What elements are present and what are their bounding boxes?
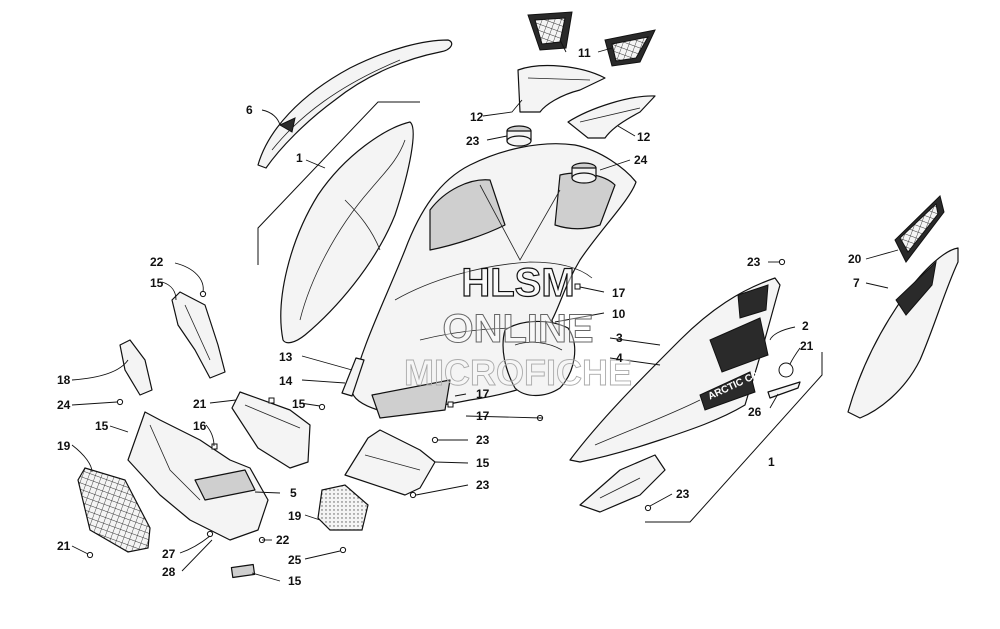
callout-23: 23: [747, 255, 761, 269]
callout-23: 23: [476, 478, 490, 492]
callout-9: 12: [637, 130, 651, 144]
callout-1: 1: [768, 455, 775, 469]
part-9-mirror-housings: [517, 65, 656, 139]
callout-18: 19: [57, 439, 71, 453]
callout-21: 22: [276, 533, 290, 547]
callout-3: 3: [616, 331, 623, 345]
callout-8: 11: [578, 46, 591, 60]
callout-12: 15: [150, 276, 164, 290]
bracket-1-right: [645, 352, 823, 523]
callout-23: 22: [150, 255, 164, 269]
part-22-knob: [778, 362, 794, 378]
callout-15: 15: [292, 397, 306, 411]
part-8-mirror-covers: [527, 11, 656, 67]
part-6-upper-trim: [257, 39, 453, 169]
part-18-front-grille: [77, 467, 151, 553]
callout-16: 17: [476, 409, 490, 423]
main-hood-assembly: [341, 143, 637, 419]
callout-13: 15: [95, 419, 109, 433]
callout-15: 17: [612, 286, 626, 300]
callout-23: 23: [676, 487, 690, 501]
watermark-line-3: MICROFICHE: [404, 352, 632, 393]
leader-lines: [71, 39, 899, 582]
part-14-decal: [230, 563, 256, 579]
watermark: HLSM ONLINE MICROFICHE: [404, 260, 633, 393]
callout-17: 19: [288, 509, 302, 523]
callout-23: 23: [476, 433, 490, 447]
callout-28: 28: [162, 565, 176, 579]
callout-22: 21: [800, 339, 814, 353]
callout-20: 21: [193, 397, 207, 411]
callout-25: 25: [288, 553, 302, 567]
callout-15: 17: [476, 387, 490, 401]
watermark-line-1: HLSM: [461, 261, 574, 305]
callout-24: 24: [634, 153, 648, 167]
part-12-left-bracket: [171, 291, 226, 379]
part-19-right-vent: [894, 195, 945, 263]
callout-labels: 6 1 11 12 12 23 24 22 15 18 24 13 14 21 …: [57, 46, 862, 588]
callout-27: 27: [162, 547, 176, 561]
callout-1: 1: [296, 151, 303, 165]
callout-15: 16: [193, 419, 207, 433]
callout-14: 15: [288, 574, 302, 588]
part-17-right-cover: [317, 484, 369, 531]
callout-7: 10: [612, 307, 626, 321]
callout-9: 12: [470, 110, 484, 124]
callout-21: 21: [57, 539, 71, 553]
callout-5: 5: [290, 486, 297, 500]
callout-4: 4: [616, 351, 623, 365]
callout-26: 26: [748, 405, 762, 419]
part-26-clip: [767, 381, 801, 399]
part-13-front-nose: [127, 411, 269, 541]
callout-12: 15: [476, 456, 490, 470]
callout-6: 7: [853, 276, 860, 290]
part-right-side-panel-assembly: ARCTIC CAT: [569, 277, 781, 513]
callout-25: 24: [57, 398, 71, 412]
watermark-line-2: ONLINE: [442, 307, 593, 351]
part-1-left-side-panel: [280, 121, 414, 344]
callout-19: 20: [848, 252, 862, 266]
part-17-left-cover: [119, 339, 153, 396]
callout-11: 14: [279, 374, 293, 388]
part-20-inner-panel: [231, 391, 311, 469]
part-24-grommets: [506, 125, 597, 184]
part-12-right-bracket: [344, 429, 436, 496]
part-6-right-side-trim: [847, 247, 959, 419]
callout-17: 18: [57, 373, 71, 387]
callout-24: 23: [466, 134, 480, 148]
callout-2: 2: [802, 319, 809, 333]
callout-10: 13: [279, 350, 293, 364]
callout-6: 6: [246, 103, 253, 117]
